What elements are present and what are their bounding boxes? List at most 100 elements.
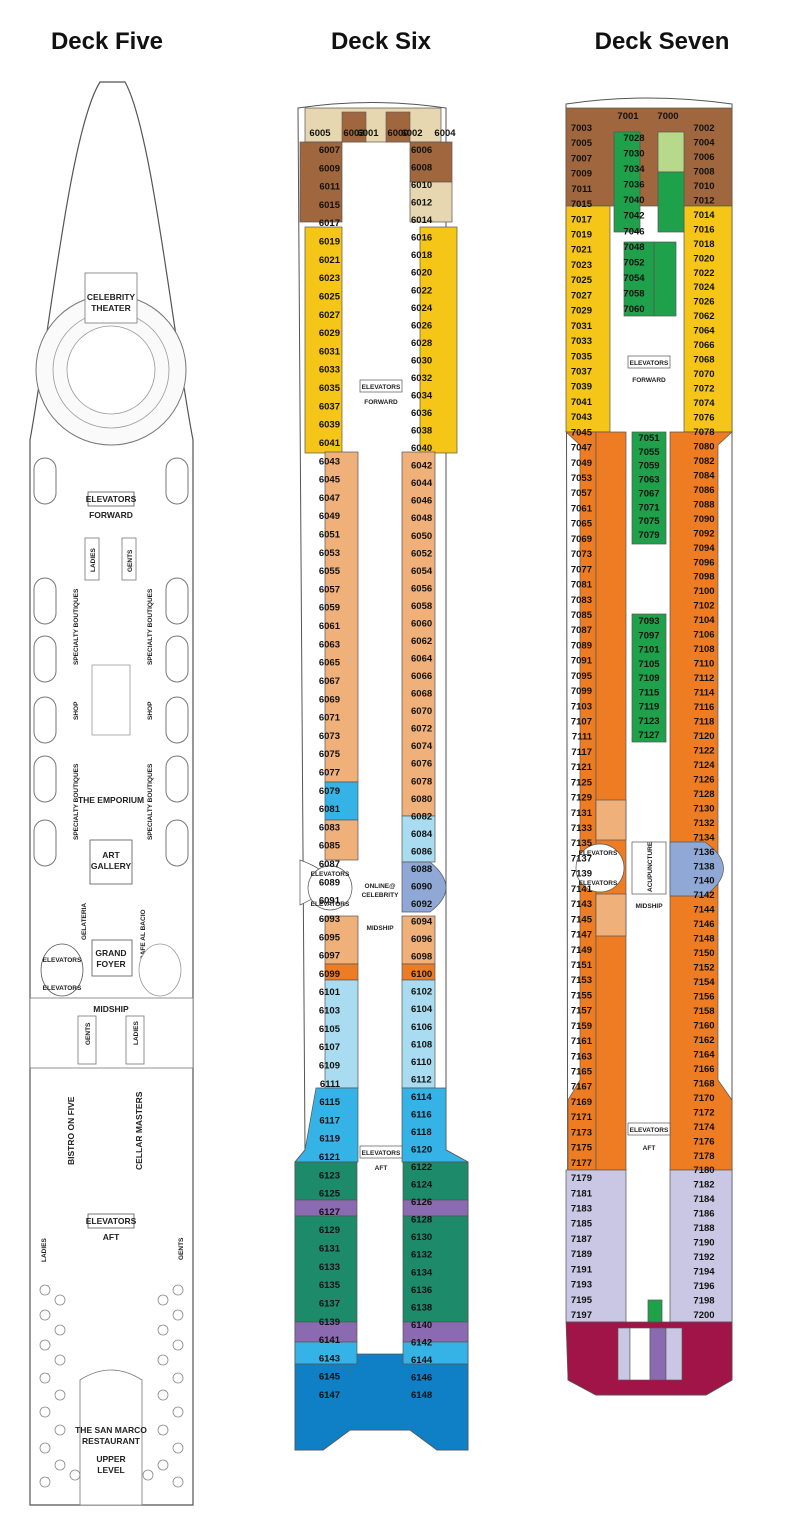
- cabin-number[interactable]: 7160: [693, 1021, 714, 1032]
- cabin-number[interactable]: 7022: [693, 268, 714, 279]
- cabin-number[interactable]: 7155: [571, 990, 593, 1001]
- art-gallery[interactable]: [89, 839, 133, 885]
- cabin-number[interactable]: 7055: [638, 447, 660, 458]
- cabin-number[interactable]: 7004: [693, 138, 715, 149]
- cabin-number[interactable]: 6028: [411, 338, 432, 349]
- cabin-number[interactable]: 7019: [571, 230, 592, 241]
- cabin-number[interactable]: 6114: [411, 1092, 432, 1103]
- cabin-number[interactable]: 6060: [411, 619, 432, 630]
- cabin-number[interactable]: 6017: [319, 218, 340, 229]
- cabin-number[interactable]: 7128: [693, 789, 714, 800]
- cabin-number[interactable]: 7119: [639, 702, 660, 713]
- cabin-number[interactable]: 6048: [411, 513, 432, 524]
- cabin-number[interactable]: 6103: [319, 1006, 340, 1017]
- cabin-number[interactable]: 6099: [319, 969, 340, 980]
- cabin-number[interactable]: 7107: [571, 717, 592, 728]
- cabin-number[interactable]: 7174: [693, 1122, 715, 1133]
- cabin-number[interactable]: 7192: [693, 1252, 714, 1263]
- cabin-number[interactable]: 6104: [411, 1004, 433, 1015]
- cabin-number[interactable]: 7024: [693, 282, 715, 293]
- cabin-number[interactable]: 7194: [693, 1267, 715, 1278]
- cabin-number[interactable]: 7101: [638, 645, 660, 656]
- cabin-number[interactable]: 7143: [571, 899, 592, 910]
- cabin-number[interactable]: 6080: [411, 794, 432, 805]
- cabin-number[interactable]: 7149: [571, 945, 592, 956]
- cabin-number[interactable]: 7006: [693, 152, 714, 163]
- cabin-number[interactable]: 7098: [693, 572, 714, 583]
- cabin-number[interactable]: 7088: [693, 499, 714, 510]
- cabin-number[interactable]: 6083: [319, 822, 340, 833]
- cabin-number[interactable]: 7072: [693, 384, 714, 395]
- grand-foyer[interactable]: [91, 939, 133, 977]
- cabin-number[interactable]: 7109: [638, 673, 659, 684]
- cabin-number[interactable]: 6097: [319, 951, 340, 962]
- cabin-number[interactable]: 6119: [319, 1134, 340, 1145]
- cabin-number[interactable]: 6108: [411, 1039, 432, 1050]
- cabin-number[interactable]: 6057: [319, 584, 340, 595]
- cabin-number[interactable]: 7034: [623, 164, 645, 175]
- cabin-number[interactable]: 7003: [571, 123, 592, 134]
- cabin-number[interactable]: 6126: [411, 1197, 432, 1208]
- cabin-number[interactable]: 7021: [571, 245, 593, 256]
- deck-seven-elevators-aft[interactable]: [627, 1122, 671, 1136]
- cabin-number[interactable]: 6051: [319, 530, 341, 541]
- cabin-number[interactable]: 7065: [571, 519, 593, 530]
- cabin-number[interactable]: 7033: [571, 336, 592, 347]
- cabin-number[interactable]: 7102: [693, 601, 714, 612]
- cabin-number[interactable]: 6065: [319, 658, 341, 669]
- cabin-number[interactable]: 7144: [693, 905, 715, 916]
- cabin-number[interactable]: 7085: [571, 610, 593, 621]
- cabin-number[interactable]: 7042: [623, 211, 644, 222]
- cabin-number[interactable]: 7076: [693, 413, 714, 424]
- cabin-number[interactable]: 6071: [319, 713, 341, 724]
- cabin-number[interactable]: 7087: [571, 625, 592, 636]
- cabin-number[interactable]: 7150: [693, 948, 714, 959]
- cabin-number[interactable]: 7185: [571, 1219, 593, 1230]
- cabin-number[interactable]: 6093: [319, 914, 340, 925]
- cabin-number[interactable]: 7123: [638, 716, 659, 727]
- cabin-number[interactable]: 6022: [411, 285, 432, 296]
- cabin-number[interactable]: 6118: [411, 1127, 432, 1138]
- cabin-number[interactable]: 7059: [638, 461, 659, 472]
- cabin-number[interactable]: 7198: [693, 1296, 714, 1307]
- cabin-number[interactable]: 7166: [693, 1064, 714, 1075]
- cabin-number[interactable]: 6069: [319, 694, 340, 705]
- cabin-number[interactable]: 7106: [693, 630, 714, 641]
- cabin-number[interactable]: 7134: [693, 832, 715, 843]
- cabin-number[interactable]: 6116: [411, 1109, 432, 1120]
- cabin-number[interactable]: 7138: [693, 861, 714, 872]
- cabin-number[interactable]: 6066: [411, 671, 432, 682]
- cabin-number[interactable]: 7124: [693, 760, 715, 771]
- cabin-number[interactable]: 6133: [319, 1262, 340, 1273]
- cabin-number[interactable]: 7170: [693, 1093, 714, 1104]
- cabin-number[interactable]: 6043: [319, 456, 340, 467]
- cabin-number[interactable]: 6019: [319, 237, 340, 248]
- cabin-number[interactable]: 7141: [571, 884, 593, 895]
- cabin-number[interactable]: 7014: [693, 210, 715, 221]
- cabin-number[interactable]: 6068: [411, 689, 432, 700]
- cabin-number[interactable]: 6018: [411, 250, 432, 261]
- cabin-number[interactable]: 6148: [411, 1390, 432, 1401]
- cabin-number[interactable]: 6020: [411, 268, 432, 279]
- cabin-number[interactable]: 7025: [571, 275, 593, 286]
- cabin-number[interactable]: 6147: [319, 1390, 340, 1401]
- acupuncture-room[interactable]: [631, 841, 667, 895]
- cabin-number[interactable]: 7108: [693, 644, 714, 655]
- cabin-number[interactable]: 7117: [571, 747, 592, 758]
- cabin-number[interactable]: 7147: [571, 930, 592, 941]
- cabin-number[interactable]: 6101: [319, 987, 341, 998]
- cabin-number[interactable]: 7120: [693, 731, 714, 742]
- cabin-number[interactable]: 7164: [693, 1049, 715, 1060]
- cabin-number[interactable]: 7075: [638, 516, 660, 527]
- cabin-number[interactable]: 7172: [693, 1107, 714, 1118]
- cabin-number[interactable]: 6094: [411, 917, 433, 928]
- cabin-number[interactable]: 6011: [319, 182, 340, 193]
- cabin-number[interactable]: 7135: [571, 838, 593, 849]
- cabin-number[interactable]: 7137: [571, 854, 592, 865]
- cabin-number[interactable]: 6064: [411, 654, 433, 665]
- cabin-number[interactable]: 6001: [357, 128, 379, 139]
- cabin-number[interactable]: 6016: [411, 233, 432, 244]
- cabin-number[interactable]: 6106: [411, 1022, 432, 1033]
- cabin-number[interactable]: 7094: [693, 543, 715, 554]
- cabin-number[interactable]: 7070: [693, 369, 714, 380]
